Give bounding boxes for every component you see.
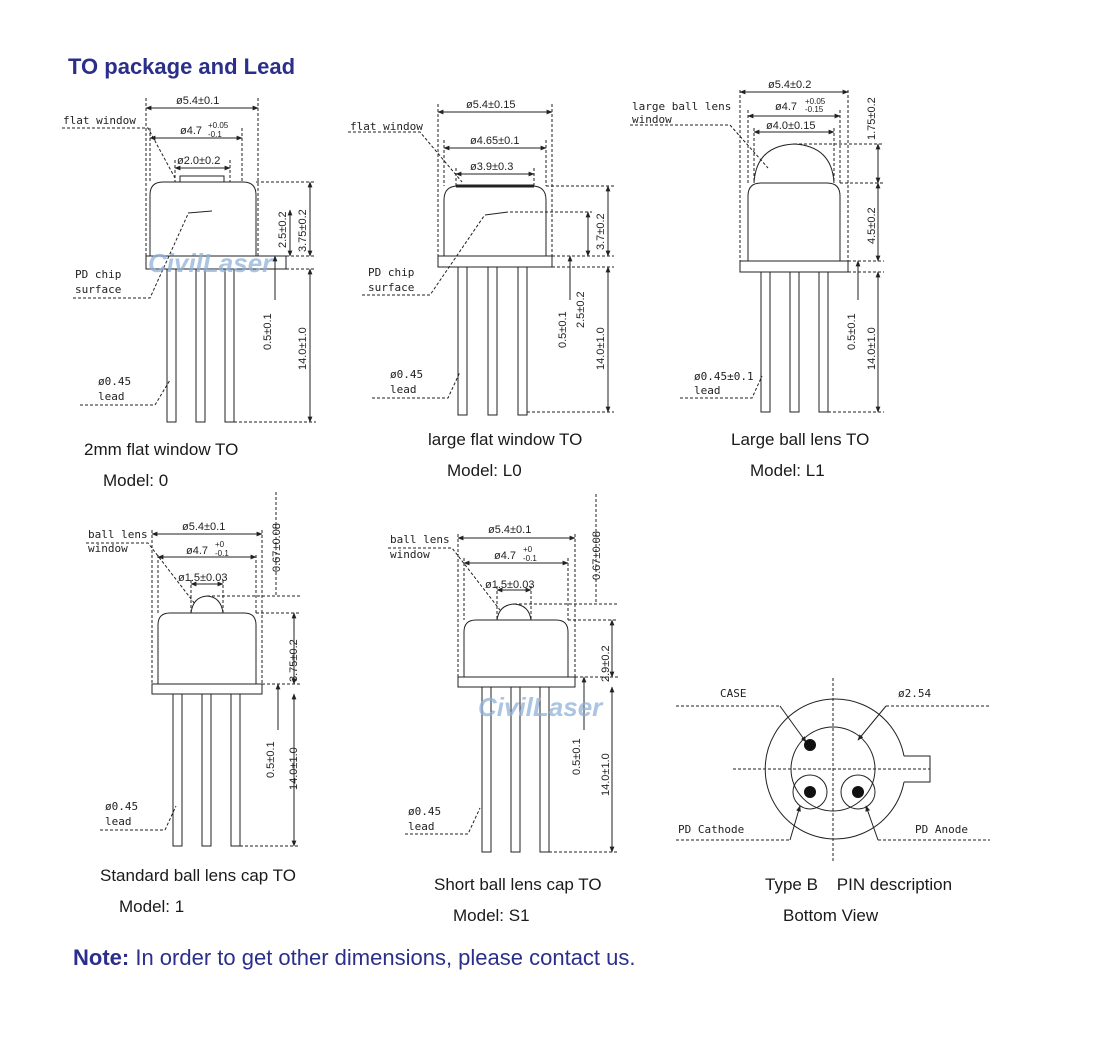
package-s1-drawing: [388, 494, 618, 853]
s1-dim-outer: ø5.4±0.1: [488, 524, 531, 536]
s1-label-window: window: [390, 548, 430, 561]
p1-dim-tol-plus: +0: [215, 540, 225, 549]
l1-label-window: window: [632, 113, 672, 126]
p1-dim-lens: ø1.5±0.03: [178, 572, 227, 584]
l0-dim-window: ø4.65±0.1: [470, 135, 519, 147]
l0-label-lead-dia: ø0.45: [390, 368, 423, 381]
s1-label-lens: ball lens: [390, 533, 450, 546]
p0-dim-lead-length: 14.0±1.0: [297, 327, 309, 370]
model-package-l0: Model: L0: [447, 461, 522, 480]
pin-diagram: [676, 678, 990, 862]
model-package-0: Model: 0: [103, 471, 169, 490]
pin-label-anode: PD Anode: [915, 823, 968, 836]
l0-dim-outer: ø5.4±0.15: [466, 99, 515, 111]
l0-label-pd-chip: PD chip: [368, 266, 414, 279]
pin-label-case: CASE: [720, 687, 747, 700]
pin-label-spacing: ø2.54: [898, 687, 931, 700]
l0-label-flat-window: flat window: [350, 120, 423, 133]
l1-dim-lead-length: 14.0±1.0: [866, 327, 878, 370]
l1-dim-cap-height: 4.5±0.2: [866, 207, 878, 244]
p1-dim-outer: ø5.4±0.1: [182, 521, 225, 533]
l0-dim-lead-length: 14.0±1.0: [595, 327, 607, 370]
p0-dim-outer: ø5.4±0.1: [176, 95, 219, 107]
p0-dim-cap-height: 3.75±0.2: [297, 209, 309, 252]
s1-dim-flange: 0.5±0.1: [571, 738, 583, 775]
l1-dim-lens-height: 1.75±0.2: [866, 97, 878, 140]
p0-dim-flange: 0.5±0.1: [262, 313, 274, 350]
package-0-drawing: [62, 98, 316, 423]
p0-dim-tol-minus: -0.1: [208, 130, 222, 139]
caption-package-l1: Large ball lens TO: [731, 430, 870, 449]
model-package-1: Model: 1: [119, 897, 185, 916]
watermark-2: CivilLaser: [478, 692, 604, 722]
s1-label-lead: lead: [408, 820, 435, 833]
note: Note: In order to get other dimensions, …: [73, 945, 636, 971]
p1-dim-cap-height: 3.75±0.2: [288, 639, 300, 682]
pin-cathode-dot: [804, 786, 816, 798]
caption-pin-description: Type B PIN description: [765, 875, 953, 894]
caption-package-1: Standard ball lens cap TO: [100, 866, 296, 885]
p0-label-lead-dia: ø0.45: [98, 375, 131, 388]
s1-label-lead-dia: ø0.45: [408, 805, 441, 818]
p1-dim-flange: 0.5±0.1: [265, 741, 277, 778]
s1-dim-lens-height: 0.67±0.08: [591, 531, 603, 580]
watermark-1: CivilLaser: [148, 248, 274, 278]
package-1-drawing: [86, 492, 300, 847]
p0-label-flat-window: flat window: [63, 114, 136, 127]
p1-dim-window: ø4.7: [186, 545, 208, 557]
l1-label-lead-dia: ø0.45±0.1: [694, 370, 754, 383]
p1-label-lead-dia: ø0.45: [105, 800, 138, 813]
pin-anode-dot: [852, 786, 864, 798]
p1-label-window: window: [88, 542, 128, 555]
l0-dim-flange: 0.5±0.1: [557, 311, 569, 348]
p1-label-lens: ball lens: [88, 528, 148, 541]
package-l0-drawing: [348, 104, 614, 416]
note-label: Note:: [73, 945, 130, 970]
p0-dim-tol-plus: +0.05: [208, 121, 229, 130]
p0-label-pd-chip: PD chip: [75, 268, 121, 281]
l0-dim-cap-height: 3.7±0.2: [595, 213, 607, 250]
s1-dim-cap-height: 2.9±0.2: [600, 645, 612, 682]
p0-dim-window: ø4.7: [180, 125, 202, 137]
pin-label-cathode: PD Cathode: [678, 823, 744, 836]
l1-label-lead: lead: [694, 384, 721, 397]
caption-package-s1: Short ball lens cap TO: [434, 875, 602, 894]
package-l1-drawing: [630, 89, 884, 413]
l1-dim-outer: ø5.4±0.2: [768, 79, 811, 91]
s1-dim-tol-plus: +0: [523, 545, 533, 554]
l0-dim-aperture: ø3.9±0.3: [470, 161, 513, 173]
p1-dim-tol-minus: -0.1: [215, 549, 229, 558]
p1-dim-lead-length: 14.0±1.0: [288, 747, 300, 790]
l0-label-surface: surface: [368, 281, 414, 294]
note-text: In order to get other dimensions, please…: [129, 945, 636, 970]
p1-label-lead: lead: [105, 815, 132, 828]
l0-label-lead: lead: [390, 383, 417, 396]
model-package-l1: Model: L1: [750, 461, 825, 480]
l1-dim-tol-minus: -0.15: [805, 105, 824, 114]
caption-package-l0: large flat window TO: [428, 430, 583, 449]
p0-dim-chip-height: 2.5±0.2: [277, 211, 289, 248]
l0-dim-chip-height: 2.5±0.2: [575, 291, 587, 328]
l1-dim-window: ø4.7: [775, 101, 797, 113]
caption-bottom-view: Bottom View: [783, 906, 879, 925]
l1-dim-flange: 0.5±0.1: [846, 313, 858, 350]
l1-dim-lens: ø4.0±0.15: [766, 120, 815, 132]
p1-dim-lens-height: 0.67±0.08: [271, 523, 283, 572]
p0-label-surface: surface: [75, 283, 121, 296]
s1-dim-lens: ø1.5±0.03: [485, 579, 534, 591]
p0-dim-aperture: ø2.0±0.2: [177, 155, 220, 167]
caption-package-0: 2mm flat window TO: [84, 440, 239, 459]
s1-dim-window: ø4.7: [494, 550, 516, 562]
model-package-s1: Model: S1: [453, 906, 530, 925]
section-title: TO package and Lead: [68, 54, 296, 79]
s1-dim-tol-minus: -0.1: [523, 554, 537, 563]
p0-label-lead: lead: [98, 390, 125, 403]
l1-dim-tol-plus: +0.05: [805, 97, 826, 106]
l1-label-lens: large ball lens: [632, 100, 731, 113]
s1-dim-lead-length: 14.0±1.0: [600, 753, 612, 796]
pin-case-dot: [804, 739, 816, 751]
